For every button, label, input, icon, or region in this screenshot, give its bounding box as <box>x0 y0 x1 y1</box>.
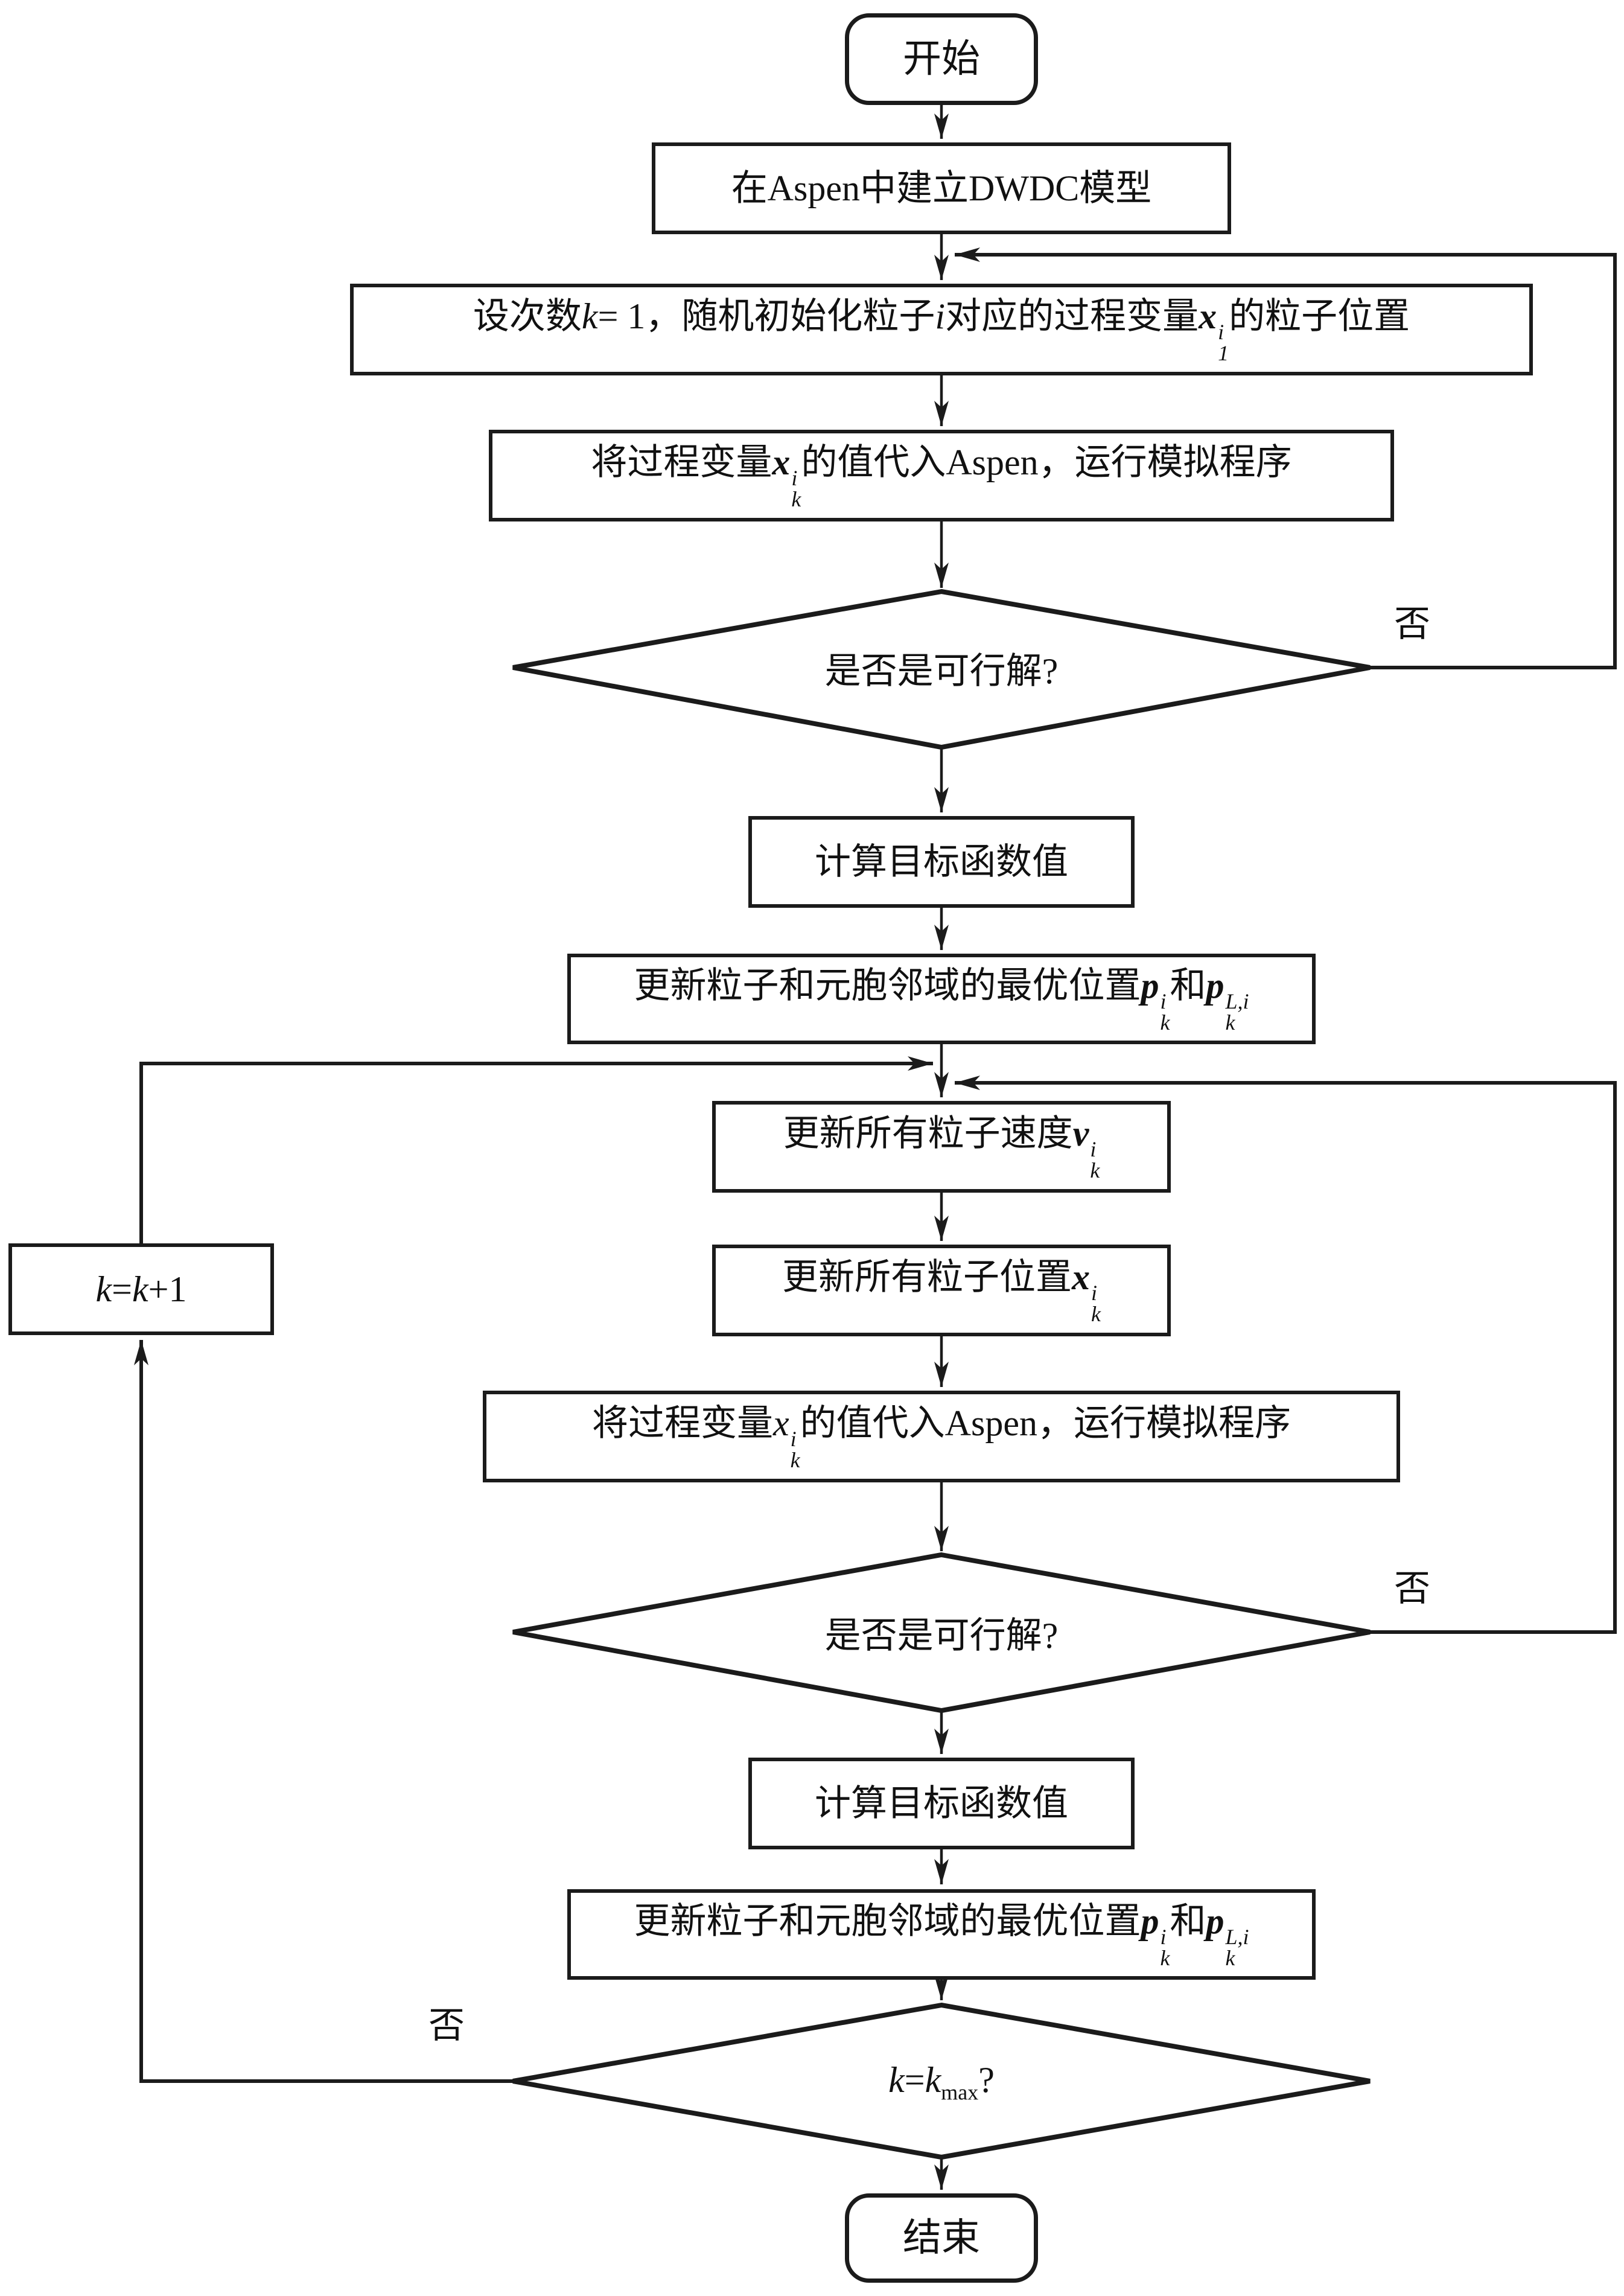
k-increment-node: k=k+1 <box>8 1243 274 1335</box>
decision-feasible1-label: 是否是可行解? <box>791 649 1092 691</box>
calc2-node: 计算目标函数值 <box>748 1758 1135 1849</box>
no1-text: 否 <box>1394 604 1430 644</box>
feasible1-text: 是否是可行解? <box>824 651 1059 691</box>
build-model-label: 在Aspen中建立DWDC模型 <box>731 168 1152 208</box>
edge-label-no2: 否 <box>1388 1566 1436 1609</box>
end-label: 结束 <box>903 2216 980 2260</box>
decision-feasible2-label: 是否是可行解? <box>791 1614 1092 1656</box>
decision-kmax-label: k=kmax? <box>821 2060 1062 2105</box>
start-label: 开始 <box>903 37 980 81</box>
edge-feasible2-no-loop <box>955 1076 1617 1634</box>
kmax-text: k=kmax? <box>888 2060 995 2105</box>
no2-text: 否 <box>1394 1568 1430 1609</box>
build-model-node: 在Aspen中建立DWDC模型 <box>652 142 1231 234</box>
no3-text: 否 <box>428 2005 465 2046</box>
decision-feasible2-shape <box>512 1552 1371 1714</box>
calc1-label: 计算目标函数值 <box>815 841 1068 882</box>
end-node: 结束 <box>845 2193 1038 2283</box>
edge-kmax-no-to-kincrement <box>134 1340 513 2083</box>
edge-label-no1: 否 <box>1388 601 1436 644</box>
edge-feasible1-no-loop <box>955 247 1617 669</box>
feasible2-text: 是否是可行解? <box>824 1615 1059 1656</box>
edge-label-no3: 否 <box>422 2003 471 2046</box>
start-node: 开始 <box>845 13 1038 105</box>
decision-kmax-shape <box>512 2002 1371 2160</box>
calc2-label: 计算目标函数值 <box>815 1783 1068 1823</box>
calc1-node: 计算目标函数值 <box>748 816 1135 908</box>
k-increment-label: k=k+1 <box>95 1269 187 1309</box>
decision-feasible1-shape <box>512 588 1371 750</box>
edge-kincrement-return <box>139 1056 933 1243</box>
